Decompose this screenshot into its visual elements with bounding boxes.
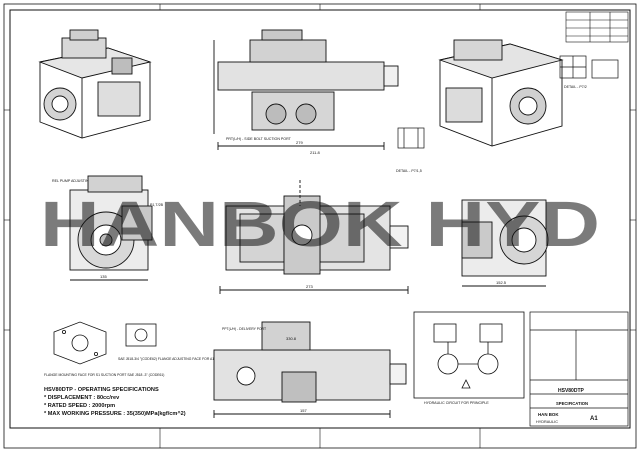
isometric-pump-view-left	[38, 29, 152, 139]
hydraulic-circuit-label: HYDRAULIC CIRCUIT FOR PRINCIPLE	[424, 401, 489, 405]
detail-view-center	[397, 127, 425, 149]
watermark: HANBOK HYD	[40, 188, 600, 260]
sae-flange-label: SAE J518-3/4 "(CODE62) FLANGE ADJUSTING …	[118, 357, 251, 361]
port-label: P1,T/2B	[150, 203, 164, 207]
front-view-left	[69, 175, 153, 281]
spec-line: * MAX WORKING PRESSURE : 35(350)MPa(kgf/…	[44, 411, 186, 417]
dimension-label: 273	[306, 284, 313, 289]
dimension-label: 152.5	[496, 280, 507, 285]
flange-face-left	[53, 321, 107, 365]
detail-view-top	[559, 55, 619, 79]
revision-table	[565, 11, 629, 43]
company-name-sub: HYDRAULIC	[536, 420, 558, 424]
title-block-model: HSV80DTP	[558, 388, 585, 394]
frame-ticks	[4, 4, 636, 448]
title-block	[529, 311, 629, 427]
detail-label: DETAIL - P7/1,5	[396, 169, 422, 173]
dimension-label: 157	[300, 408, 307, 413]
flange-face-center	[125, 323, 157, 347]
suction-port-label: PRT(L/H) - SIDE BOLT SUCTION PORT	[226, 137, 292, 141]
plan-view-bottom	[213, 321, 407, 418]
spec-line: * DISPLACEMENT : 80cc/rev	[44, 395, 120, 401]
flange-mounting-label: FLANGE MOUNTING FACE FOR S1 SUCTION PORT…	[44, 373, 164, 377]
spec-line: * RATED SPEED : 2000rpm	[44, 403, 115, 409]
dimension-label: 211.8	[310, 150, 320, 155]
company-name: HAN BOK	[538, 412, 559, 417]
main-elevation-view	[219, 180, 409, 294]
hydraulic-circuit	[413, 311, 525, 399]
delivery-port-label: PPT(L/H) - DELIVERY PORT	[222, 327, 266, 331]
end-view-right	[461, 199, 549, 287]
dimension-label: 330.8	[286, 336, 297, 341]
isometric-pump-view-right	[438, 39, 564, 147]
detail-label: DETAIL - P7/2	[564, 85, 587, 89]
specs-title: HSV80DTP - OPERATING SPECIFICATIONS	[44, 387, 159, 393]
title-block-doc-type: SPECIFICATION	[556, 401, 588, 406]
adjusting-screw-label: REL PUMP ADJUSTING SCREW	[52, 179, 106, 183]
dimension-label: 279	[296, 140, 303, 145]
sheet-size: A1	[590, 416, 598, 422]
dimension-label: 135	[100, 274, 107, 279]
side-view-top	[213, 29, 399, 150]
